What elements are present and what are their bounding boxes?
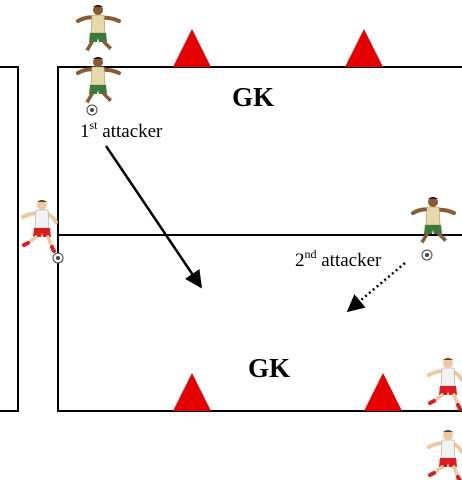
first-attacker-word: attacker	[98, 121, 164, 142]
first-attacker-number: 1	[80, 121, 90, 142]
second-attacker-ball	[421, 249, 433, 261]
gk-label-top: GK	[232, 82, 274, 112]
first-attacker-suffix: st	[90, 118, 99, 132]
pitch-lines	[0, 66, 462, 412]
gk-label-bottom: GK	[248, 353, 290, 383]
first-attacker-label: 1st attacker	[80, 118, 163, 142]
left-grid-edge	[0, 66, 19, 412]
second-attacker-word: attacker	[317, 250, 383, 271]
cone-bottom-right	[364, 373, 402, 411]
defender-right-player-2	[427, 428, 462, 480]
second-attacker-number: 2	[295, 250, 305, 271]
defender-right-player-1	[427, 356, 462, 411]
attacker-top-player	[76, 3, 121, 56]
second-attacker-label: 2nd attacker	[295, 247, 382, 271]
defender-left-ball	[52, 252, 64, 264]
first-attacker-ball	[86, 104, 98, 116]
cone-top-left	[173, 29, 211, 67]
cone-top-right	[345, 29, 383, 67]
cone-bottom-left	[173, 373, 211, 411]
second-attacker-player	[411, 195, 456, 248]
first-attacker-player	[76, 55, 121, 108]
bottom-grid	[57, 234, 462, 412]
defender-left-player	[21, 198, 58, 253]
first-attacker-run-arrow	[104, 145, 203, 289]
second-attacker-suffix: nd	[305, 247, 317, 261]
